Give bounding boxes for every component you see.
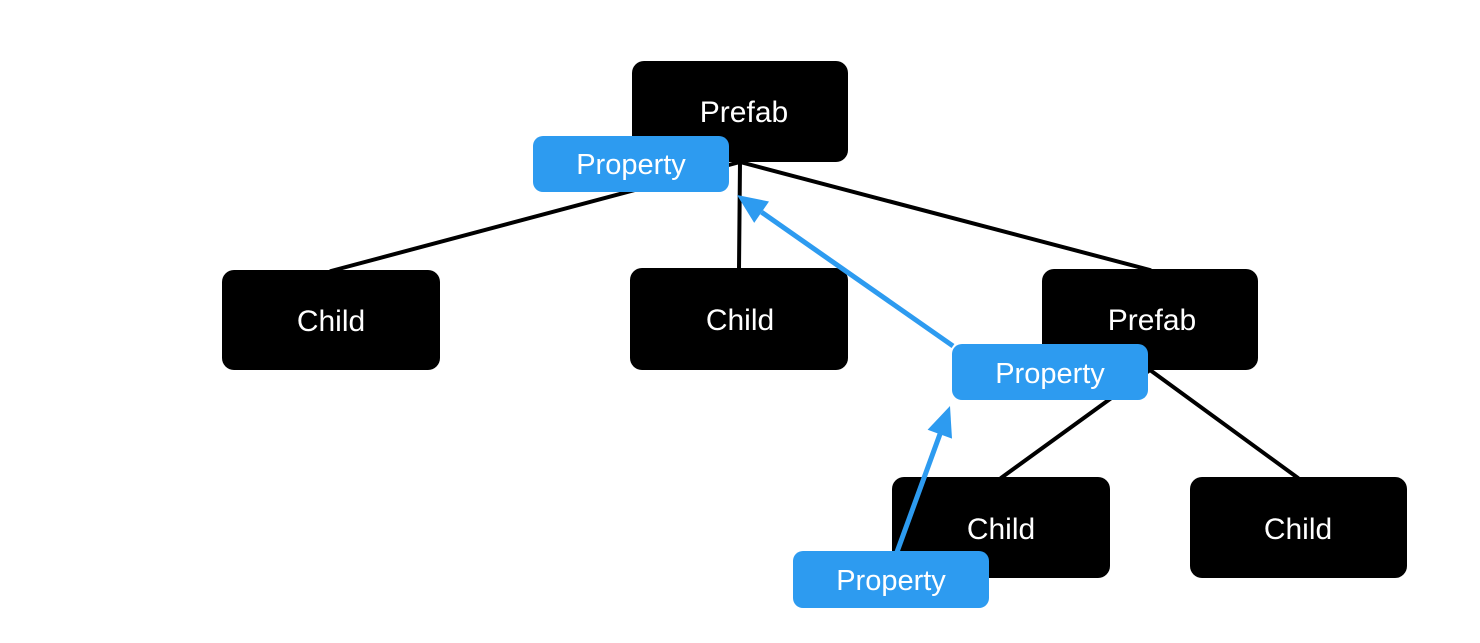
property-badge-instance: Property — [793, 551, 989, 608]
override-arrow-instance-line — [894, 433, 943, 553]
property-badge-root-prefab-box — [533, 136, 729, 192]
override-arrow-nested-to-root — [737, 195, 955, 349]
node-root-child-middle-label: Child — [706, 304, 774, 337]
node-root-child-middle-box — [630, 268, 848, 370]
property-badge-nested-prefab-box — [952, 344, 1148, 400]
node-root-child-left-label: Child — [297, 305, 365, 338]
node-nested-prefab-label: Prefab — [1108, 304, 1196, 337]
node-root-child-left-box — [222, 270, 440, 370]
property-badge-instance-box — [793, 551, 989, 608]
property-badge-root-prefab: Property — [533, 136, 729, 192]
arrowhead-up-icon — [927, 406, 952, 439]
property-badge-instance-label: Property — [836, 565, 946, 597]
node-nested-child-right-label: Child — [1264, 513, 1332, 546]
property-badge-nested-prefab: Property — [952, 344, 1148, 400]
property-badge-nested-prefab-label: Property — [995, 358, 1105, 390]
node-nested-child-right-box — [1190, 477, 1407, 578]
edge-root-prefab-to-middle-child — [737, 160, 742, 271]
node-root-child-left: Child — [222, 270, 440, 370]
node-root-child-middle: Child — [630, 268, 848, 370]
node-root-prefab-label: Prefab — [700, 96, 788, 129]
node-nested-child-left-label: Child — [967, 513, 1035, 546]
edge-nested-prefab-to-right-child — [1148, 368, 1300, 480]
property-badge-root-prefab-label: Property — [576, 149, 686, 181]
node-nested-child-right: Child — [1190, 477, 1407, 578]
edge-root-prefab-to-nested-prefab — [738, 160, 1152, 272]
override-arrow-nested-line — [760, 210, 955, 349]
arrowhead-up-left-icon — [737, 195, 769, 223]
override-arrow-instance-to-nested — [894, 406, 952, 553]
